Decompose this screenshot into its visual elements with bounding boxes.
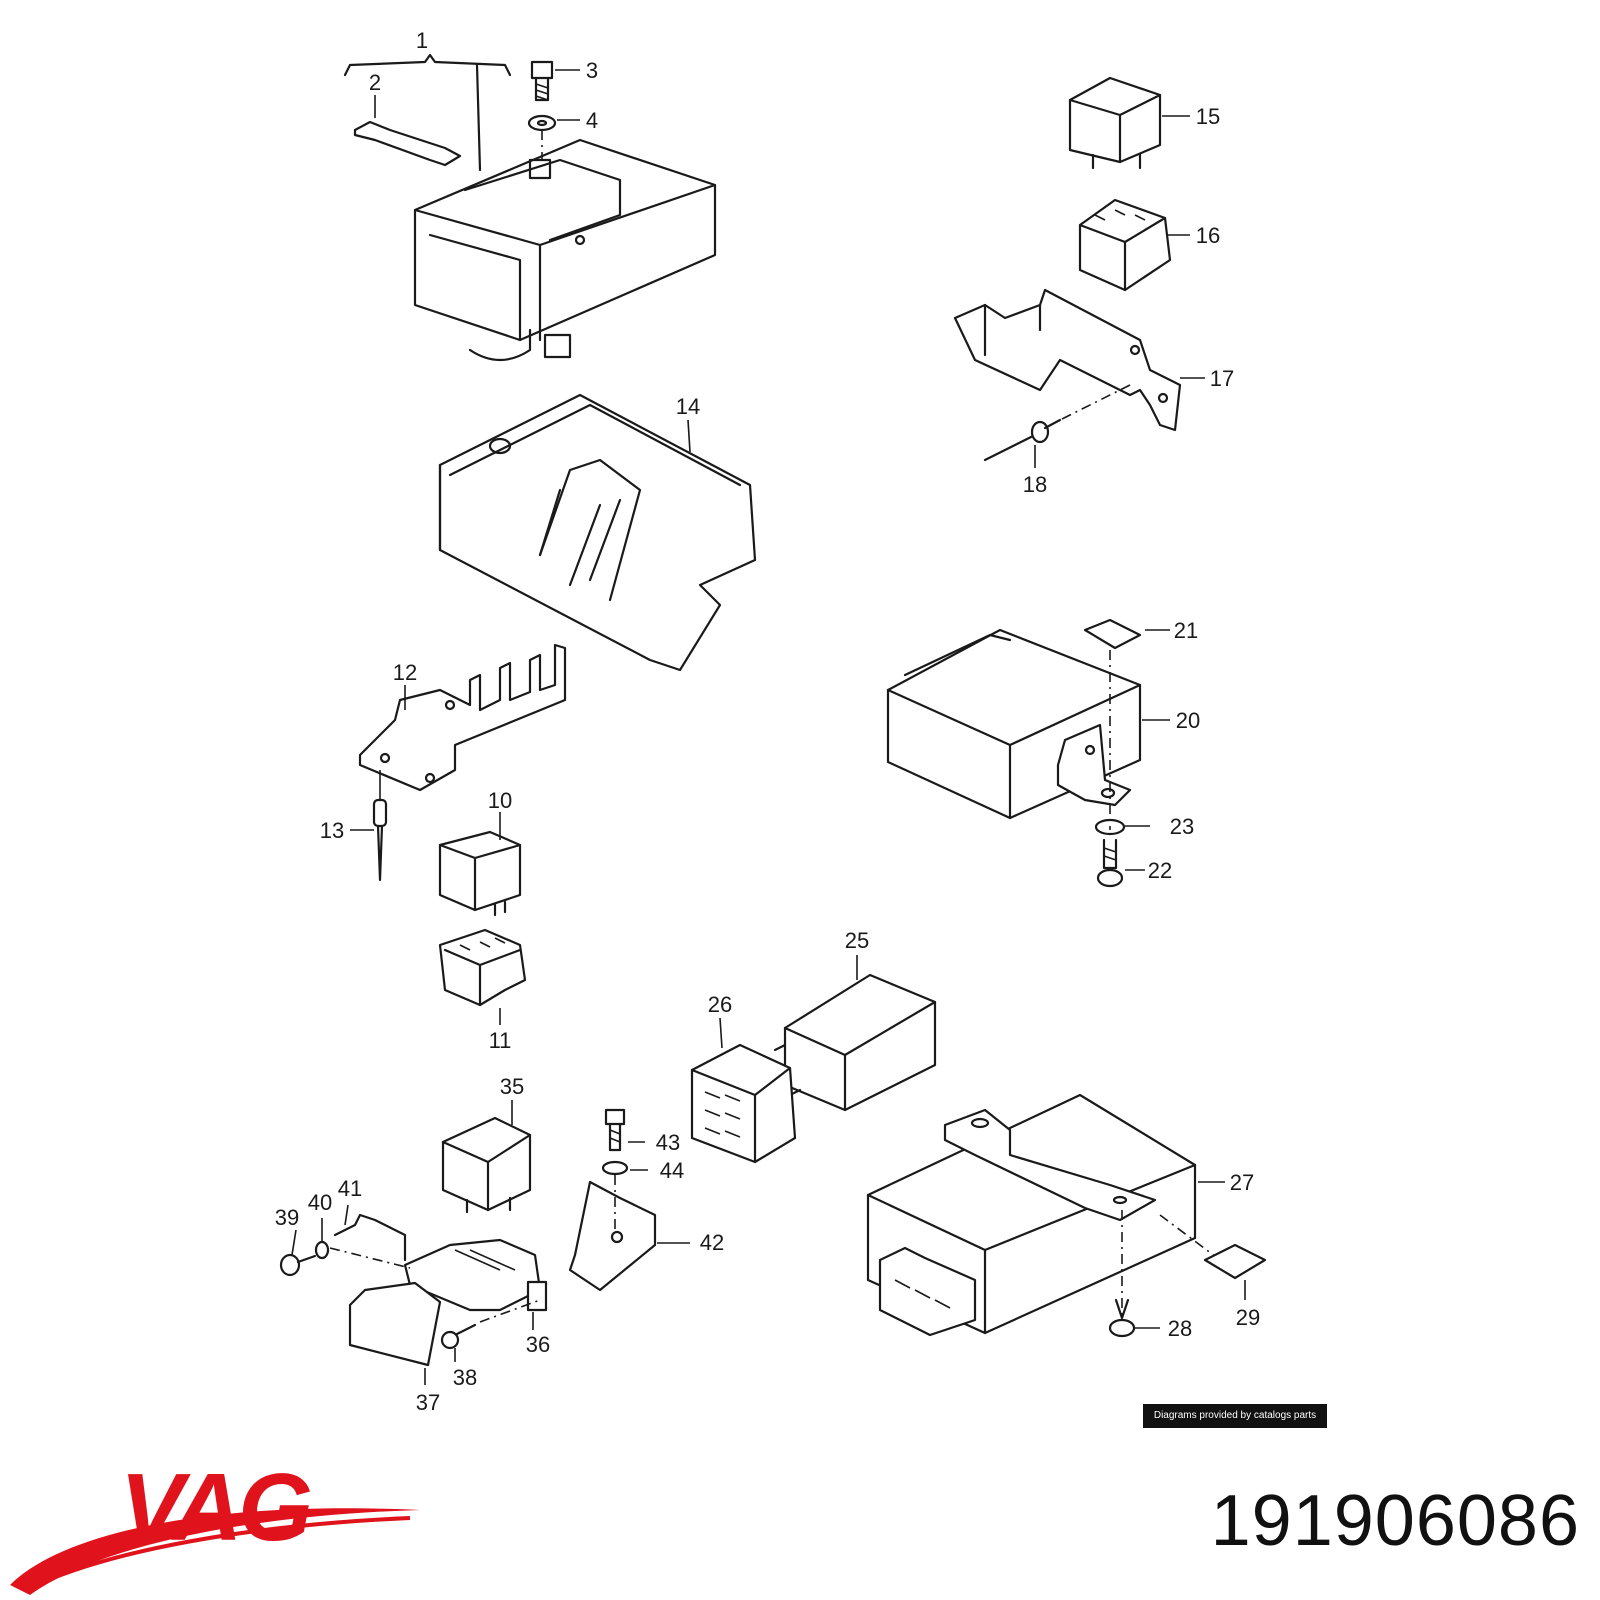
part-40-washer [314,1240,330,1260]
part-11-socket [438,928,527,1007]
callout-10: 10 [488,788,512,813]
callout-35: 35 [500,1074,524,1099]
callout-18: 18 [1023,472,1047,497]
part-35-relay [441,1116,532,1214]
part-12-bracket [358,643,567,792]
part-2-strip [353,120,462,167]
logo-wordmark: VAG [120,1454,310,1561]
callout-43: 43 [656,1130,680,1155]
callout-39: 39 [275,1205,299,1230]
callout-42: 42 [700,1230,724,1255]
leader-lines [291,69,1246,1385]
callout-14: 14 [676,394,700,419]
part-26-socket [690,1043,797,1164]
logo-swoosh-inner [29,1516,411,1590]
callout-37: 37 [416,1390,440,1415]
part-18-rivet [983,384,1131,462]
callout-20: 20 [1176,708,1200,733]
part-41-bracket [333,1213,407,1262]
callout-17: 17 [1210,366,1234,391]
part-16-socket [1078,198,1172,292]
callout-41: 41 [338,1176,362,1201]
part-39-screw [279,1253,317,1277]
part-number: 191906086 [1210,1481,1580,1561]
part-42-bracket [568,1180,657,1292]
part-38-screw [440,1323,477,1350]
callout-26: 26 [708,992,732,1017]
part-44-washer [601,1160,629,1176]
part-15-relay [1068,76,1162,170]
part-10-relay [438,830,522,917]
part-21-clip-nut [1083,618,1142,650]
callout-38: 38 [453,1365,477,1390]
part-13-rivet [372,770,388,882]
part-22-bolt [1096,838,1124,888]
callout-25: 25 [845,928,869,953]
part-3-bolt [530,60,554,102]
logo-swoosh [10,1508,420,1595]
part-1-relay-carrier [343,53,717,361]
part-25-relay [773,973,937,1112]
callout-28: 28 [1168,1316,1192,1341]
part-37-cover [348,1281,442,1367]
callout-11: 11 [489,1028,512,1053]
vag-logo: VAG [10,1454,420,1595]
callout-13: 13 [320,818,344,843]
part-14-cover [438,393,757,672]
callout-12: 12 [393,660,417,685]
callout-27: 27 [1230,1170,1254,1195]
callout-22: 22 [1148,858,1172,883]
callout-40: 40 [308,1190,332,1215]
callout-21: 21 [1174,618,1198,643]
diagram-credit: Diagrams provided by catalogs parts [1143,1404,1327,1428]
callout-23: 23 [1170,814,1194,839]
callout-labels: 1 2 3 4 10 11 12 13 14 15 16 17 18 20 21… [275,28,1260,1415]
callout-2: 2 [369,70,381,95]
part-20-control-unit [886,628,1142,820]
callout-4: 4 [586,108,598,133]
callout-44: 44 [660,1158,684,1183]
callout-3: 3 [586,58,598,83]
part-27-control-unit [866,1093,1197,1337]
part-28-screw [1108,1298,1136,1338]
part-29-clip-nut [1203,1243,1267,1280]
callout-36: 36 [526,1332,550,1357]
part-23-washer [1094,818,1126,836]
callout-29: 29 [1236,1305,1260,1330]
part-17-bracket [953,288,1182,432]
callout-1: 1 [416,28,428,53]
part-43-bolt [604,1108,626,1152]
part-4-washer [527,114,557,132]
callout-15: 15 [1196,104,1220,129]
part-36-fuse-holder [403,1238,548,1312]
callout-16: 16 [1196,223,1220,248]
